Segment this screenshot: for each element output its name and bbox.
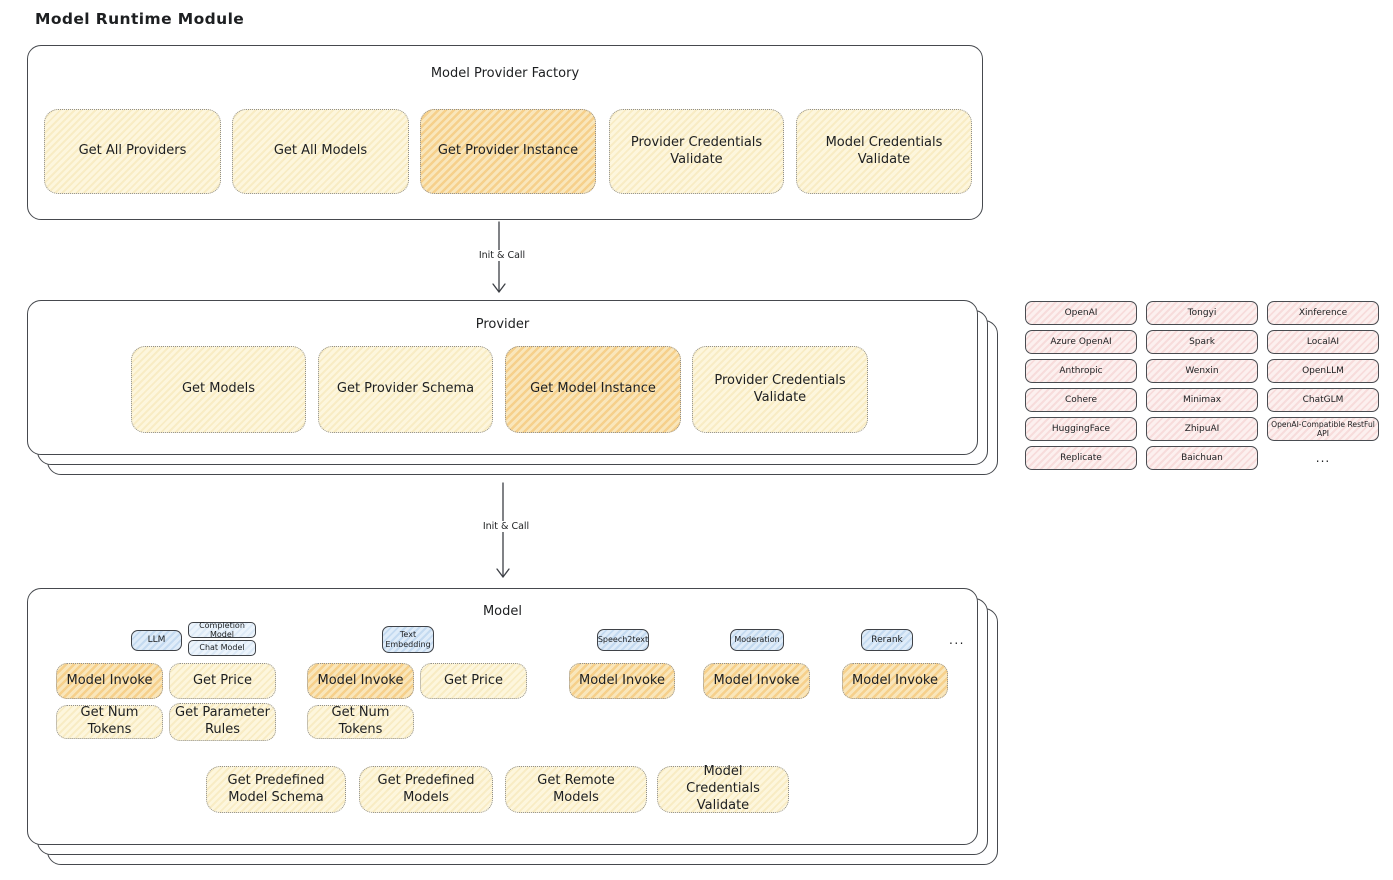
model-section: Model LLM Completion Model Chat Model Te… (27, 588, 978, 845)
provider-cell-anthropic: Anthropic (1025, 359, 1137, 383)
provider-op-get-model-instance: Get Model Instance (505, 346, 681, 433)
text-embedding-op-get-price: Get Price (420, 663, 527, 699)
moderation-op-model-invoke: Model Invoke (703, 663, 810, 699)
model-op-get-predefined-model-schema: Get Predefined Model Schema (206, 766, 346, 813)
op-label: Model Credentials Validate (825, 134, 943, 167)
provider-cell-azure-openai: Azure OpenAI (1025, 330, 1137, 354)
provider-cell-baichuan: Baichuan (1146, 446, 1258, 470)
op-label: Get Num Tokens (80, 705, 139, 737)
op-label: Get Price (192, 672, 252, 688)
op-label: Get Remote Models (537, 772, 615, 805)
arrow-label-init-call-1: Init & Call (468, 250, 536, 261)
op-label: Get Num Tokens (331, 705, 390, 737)
model-op-get-remote-models: Get Remote Models (505, 766, 647, 813)
op-label: Get All Providers (78, 143, 187, 159)
provider-cell-cohere: Cohere (1025, 388, 1137, 412)
factory-op-provider-credentials-validate: Provider Credentials Validate (609, 109, 784, 194)
op-label: Get All Models (273, 143, 368, 159)
page-title: Model Runtime Module (35, 10, 245, 28)
provider-list-ellipsis: ... (1315, 451, 1331, 465)
provider-cell-replicate: Replicate (1025, 446, 1137, 470)
provider-cell-xinference: Xinference (1267, 301, 1379, 325)
factory-op-get-all-providers: Get All Providers (44, 109, 221, 194)
provider-section: Provider Get Models Get Provider Schema … (27, 300, 978, 455)
model-op-model-credentials-validate: Model Credentials Validate (657, 764, 789, 813)
tag-moderation: Moderation (730, 629, 784, 651)
arrow-label-init-call-2: Init & Call (472, 521, 540, 532)
tag-chat-model: Chat Model (188, 640, 256, 656)
provider-cell-chatglm: ChatGLM (1267, 388, 1379, 412)
op-label: Model Invoke (579, 672, 665, 688)
provider-op-get-provider-schema: Get Provider Schema (318, 346, 493, 433)
provider-title: Provider (475, 317, 530, 332)
text-embedding-op-model-invoke: Model Invoke (307, 663, 414, 699)
op-label: Provider Credentials Validate (714, 372, 846, 405)
llm-op-get-num-tokens: Get Num Tokens (56, 705, 163, 739)
op-label: Get Model Instance (530, 381, 656, 397)
provider-list-grid: OpenAI Tongyi Xinference Azure OpenAI Sp… (1025, 301, 1379, 470)
op-label: Get Price (443, 672, 503, 688)
model-op-get-predefined-models: Get Predefined Models (359, 766, 493, 813)
op-label: Model Invoke (317, 672, 404, 688)
op-label: Get Predefined Models (377, 772, 475, 805)
provider-cell-spark: Spark (1146, 330, 1258, 354)
llm-op-get-price: Get Price (169, 663, 276, 699)
factory-op-get-provider-instance: Get Provider Instance (420, 109, 596, 194)
model-title: Model (482, 604, 523, 619)
llm-op-model-invoke: Model Invoke (56, 663, 163, 699)
op-label: Model Invoke (713, 672, 800, 688)
provider-op-provider-credentials-validate: Provider Credentials Validate (692, 346, 868, 433)
provider-cell-wenxin: Wenxin (1146, 359, 1258, 383)
rerank-op-model-invoke: Model Invoke (842, 663, 948, 699)
factory-op-get-all-models: Get All Models (232, 109, 409, 194)
op-label: Get Provider Instance (437, 143, 579, 159)
op-label: Get Parameter Rules (175, 705, 270, 737)
tag-llm: LLM (131, 630, 182, 651)
op-label: Get Predefined Model Schema (227, 772, 325, 805)
model-tags-ellipsis: ... (949, 633, 965, 647)
factory-op-model-credentials-validate: Model Credentials Validate (796, 109, 972, 194)
factory-section: Model Provider Factory Get All Providers… (27, 45, 983, 220)
text-embedding-op-get-num-tokens: Get Num Tokens (307, 705, 414, 739)
tag-completion-model: Completion Model (188, 621, 256, 639)
provider-cell-openllm: OpenLLM (1267, 359, 1379, 383)
op-label: Model Credentials Validate (686, 764, 760, 813)
op-label: Model Invoke (66, 672, 153, 688)
op-label: Get Models (181, 381, 256, 397)
provider-cell-openai: OpenAI (1025, 301, 1137, 325)
tag-rerank: Rerank (861, 629, 913, 651)
provider-cell-tongyi: Tongyi (1146, 301, 1258, 325)
tag-text-embedding: Text Embedding (382, 626, 434, 653)
provider-cell-huggingface: HuggingFace (1025, 417, 1137, 441)
provider-cell-minimax: Minimax (1146, 388, 1258, 412)
provider-op-get-models: Get Models (131, 346, 306, 433)
factory-title: Model Provider Factory (430, 66, 580, 81)
provider-cell-openai-compatible: OpenAI-Compatible RestFul API (1267, 417, 1379, 441)
op-label: Model Invoke (852, 672, 938, 688)
op-label: Get Provider Schema (336, 381, 475, 397)
provider-cell-zhipuai: ZhipuAI (1146, 417, 1258, 441)
tag-speech2text: Speech2text (597, 629, 649, 651)
provider-cell-localai: LocalAI (1267, 330, 1379, 354)
llm-op-get-parameter-rules: Get Parameter Rules (169, 703, 276, 741)
op-label: Provider Credentials Validate (630, 134, 763, 167)
speech2text-op-model-invoke: Model Invoke (569, 663, 675, 699)
